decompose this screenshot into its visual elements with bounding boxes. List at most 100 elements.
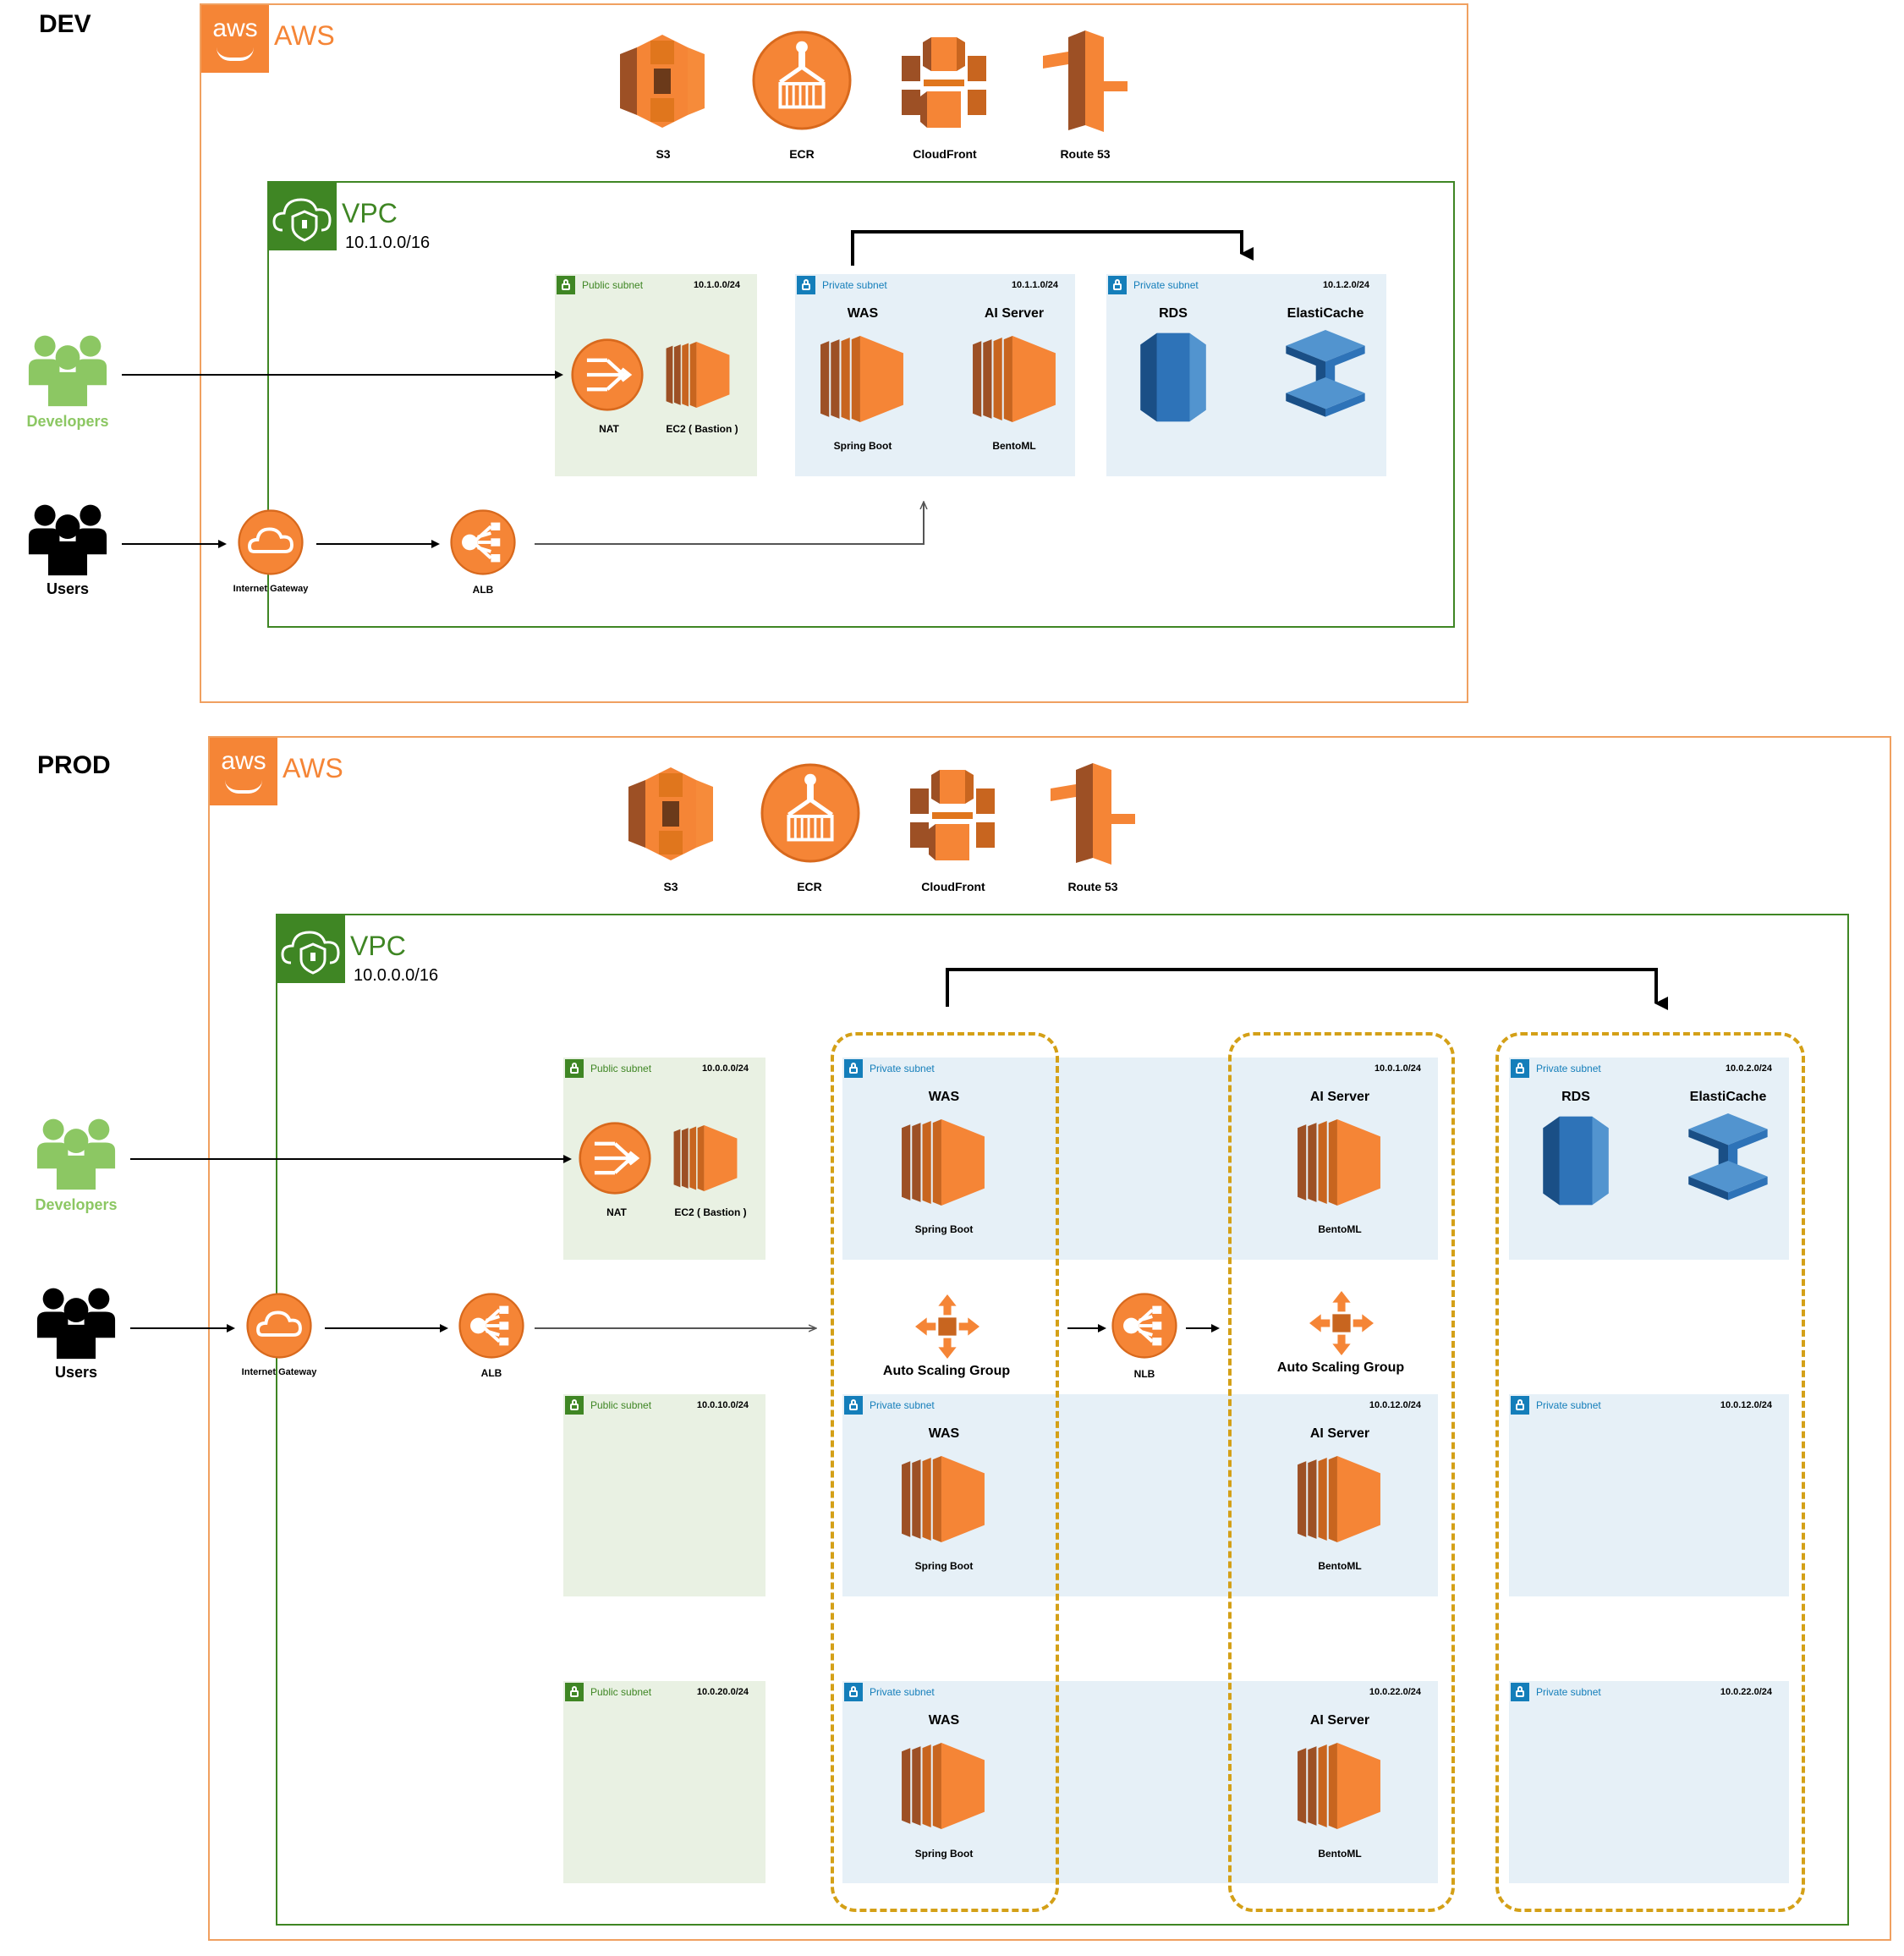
subnet-name: Public subnet [582, 279, 644, 291]
dev-route53-label: Route 53 [1060, 147, 1111, 161]
prod-developers-label: Developers [35, 1196, 118, 1213]
subnet-cidr: 10.0.0.0/24 [701, 1063, 749, 1074]
dev-vpc: VPC 10.1.0.0/16 [267, 181, 1455, 628]
dev-elasticache-title: ElastiCache [1287, 306, 1364, 321]
dev-vpc-cidr: 10.1.0.0/16 [345, 234, 431, 252]
subnet-cidr: 10.0.10.0/24 [696, 1400, 749, 1410]
prod-igw-label: Internet Gateway [241, 1367, 317, 1377]
lock-icon [844, 1396, 863, 1415]
prod-elasticache-title: ElastiCache [1689, 1090, 1767, 1104]
prod-app-to-data-arrow [946, 968, 1668, 1010]
prod-vpc-title: VPC [350, 931, 406, 961]
lock-icon [797, 276, 815, 294]
prod-rds-title: RDS [1561, 1090, 1590, 1104]
dev-users-label: Users [46, 580, 90, 597]
dev-aws-title: AWS [274, 20, 335, 51]
prod-ecr-label: ECR [797, 880, 822, 893]
prod-ai-sub: BentoML [1318, 1560, 1362, 1572]
prod-ai-sub: BentoML [1318, 1223, 1362, 1235]
prod-s3-label: S3 [663, 880, 678, 893]
prod-was-title: WAS [928, 1426, 960, 1441]
subnet-cidr: 10.0.22.0/24 [1720, 1687, 1772, 1697]
prod-cloudfront-label: CloudFront [921, 880, 985, 893]
subnet-name: Private subnet [1536, 1063, 1601, 1074]
lock-icon [844, 1683, 863, 1701]
subnet-name: Public subnet [590, 1063, 652, 1074]
prod-public-subnet-c: Public subnet 10.0.20.0/24 [563, 1681, 765, 1883]
subnet-name: Private subnet [822, 279, 887, 291]
dev-ai-title: AI Server [984, 306, 1045, 321]
lock-icon [1511, 1683, 1529, 1701]
prod-was-sub: Spring Boot [914, 1223, 974, 1235]
prod-alb-label: ALB [480, 1367, 502, 1379]
lock-icon [1511, 1059, 1529, 1078]
lock-icon [565, 1059, 584, 1078]
subnet-name: Private subnet [870, 1686, 935, 1698]
prod-vpc-cidr: 10.0.0.0/16 [354, 966, 439, 985]
lock-icon [565, 1683, 584, 1701]
dev-was-title: WAS [847, 306, 879, 321]
prod-env-label: PROD [37, 751, 111, 779]
subnet-cidr: 10.1.2.0/24 [1322, 280, 1369, 290]
prod-ec2-bastion-label: EC2 ( Bastion ) [674, 1206, 747, 1218]
subnet-name: Private subnet [1536, 1686, 1601, 1698]
subnet-name: Private subnet [870, 1399, 935, 1411]
vpc-icon [269, 183, 337, 250]
prod-private-subnet-data-b: Private subnet 10.0.12.0/24 [1509, 1394, 1789, 1596]
subnet-cidr: 10.0.20.0/24 [696, 1687, 749, 1697]
prod-nat-label: NAT [606, 1206, 627, 1218]
prod-nlb-label: NLB [1133, 1368, 1155, 1380]
dev-igw-label: Internet Gateway [233, 584, 309, 594]
dev-app-to-data-arrow [851, 230, 1254, 266]
lock-icon [844, 1059, 863, 1078]
dev-public-subnet: Public subnet 10.1.0.0/24 [555, 274, 757, 476]
ai-auto-scaling-group [1228, 1032, 1455, 1912]
subnet-cidr: 10.1.0.0/24 [693, 280, 740, 290]
prod-ai-title: AI Server [1309, 1713, 1370, 1728]
prod-was-title: WAS [928, 1090, 960, 1104]
dev-alb-label: ALB [472, 584, 494, 596]
dev-ai-sub: BentoML [992, 440, 1036, 452]
dev-env-label: DEV [39, 10, 91, 38]
prod-ai-asg-label: Auto Scaling Group [1276, 1360, 1405, 1375]
prod-users-label: Users [54, 1364, 98, 1381]
dev-ec2-bastion-label: EC2 ( Bastion ) [666, 423, 738, 435]
prod-ai-sub: BentoML [1318, 1848, 1362, 1860]
subnet-cidr: 10.0.2.0/24 [1725, 1063, 1772, 1074]
prod-aws-cloud: aws AWS [208, 736, 1891, 1941]
dev-vpc-title: VPC [342, 198, 398, 228]
subnet-cidr: 10.0.12.0/24 [1720, 1400, 1772, 1410]
lock-icon [565, 1396, 584, 1415]
lock-icon [557, 276, 575, 294]
dev-s3-label: S3 [656, 147, 671, 161]
prod-aws-title: AWS [283, 753, 343, 783]
dev-cloudfront-label: CloudFront [913, 147, 977, 161]
prod-route53-label: Route 53 [1067, 880, 1118, 893]
vpc-icon [277, 915, 345, 983]
lock-icon [1511, 1396, 1529, 1415]
data-group [1495, 1032, 1805, 1912]
subnet-cidr: 10.0.12.0/24 [1369, 1400, 1421, 1410]
dev-aws-cloud: aws AWS [200, 3, 1468, 703]
lock-icon [1108, 276, 1127, 294]
subnet-name: Public subnet [590, 1399, 652, 1411]
subnet-name: Private subnet [870, 1063, 935, 1074]
subnet-name: Public subnet [590, 1686, 652, 1698]
was-auto-scaling-group [831, 1032, 1059, 1912]
subnet-cidr: 10.0.1.0/24 [1374, 1063, 1421, 1074]
subnet-cidr: 10.0.22.0/24 [1369, 1687, 1421, 1697]
prod-public-subnet-b: Public subnet 10.0.10.0/24 [563, 1394, 765, 1596]
dev-was-sub: Spring Boot [833, 440, 892, 452]
prod-was-sub: Spring Boot [914, 1848, 974, 1860]
prod-ai-title: AI Server [1309, 1426, 1370, 1441]
prod-was-asg-label: Auto Scaling Group [882, 1364, 1011, 1378]
prod-vpc: VPC 10.0.0.0/16 [276, 914, 1849, 1926]
prod-ai-title: AI Server [1309, 1090, 1370, 1104]
dev-nat-label: NAT [599, 423, 619, 435]
subnet-cidr: 10.1.1.0/24 [1011, 280, 1058, 290]
dev-alb-to-app-arrow [535, 503, 924, 545]
subnet-name: Private subnet [1536, 1399, 1601, 1411]
subnet-name: Private subnet [1133, 279, 1199, 291]
prod-private-subnet-data-c: Private subnet 10.0.22.0/24 [1509, 1681, 1789, 1883]
